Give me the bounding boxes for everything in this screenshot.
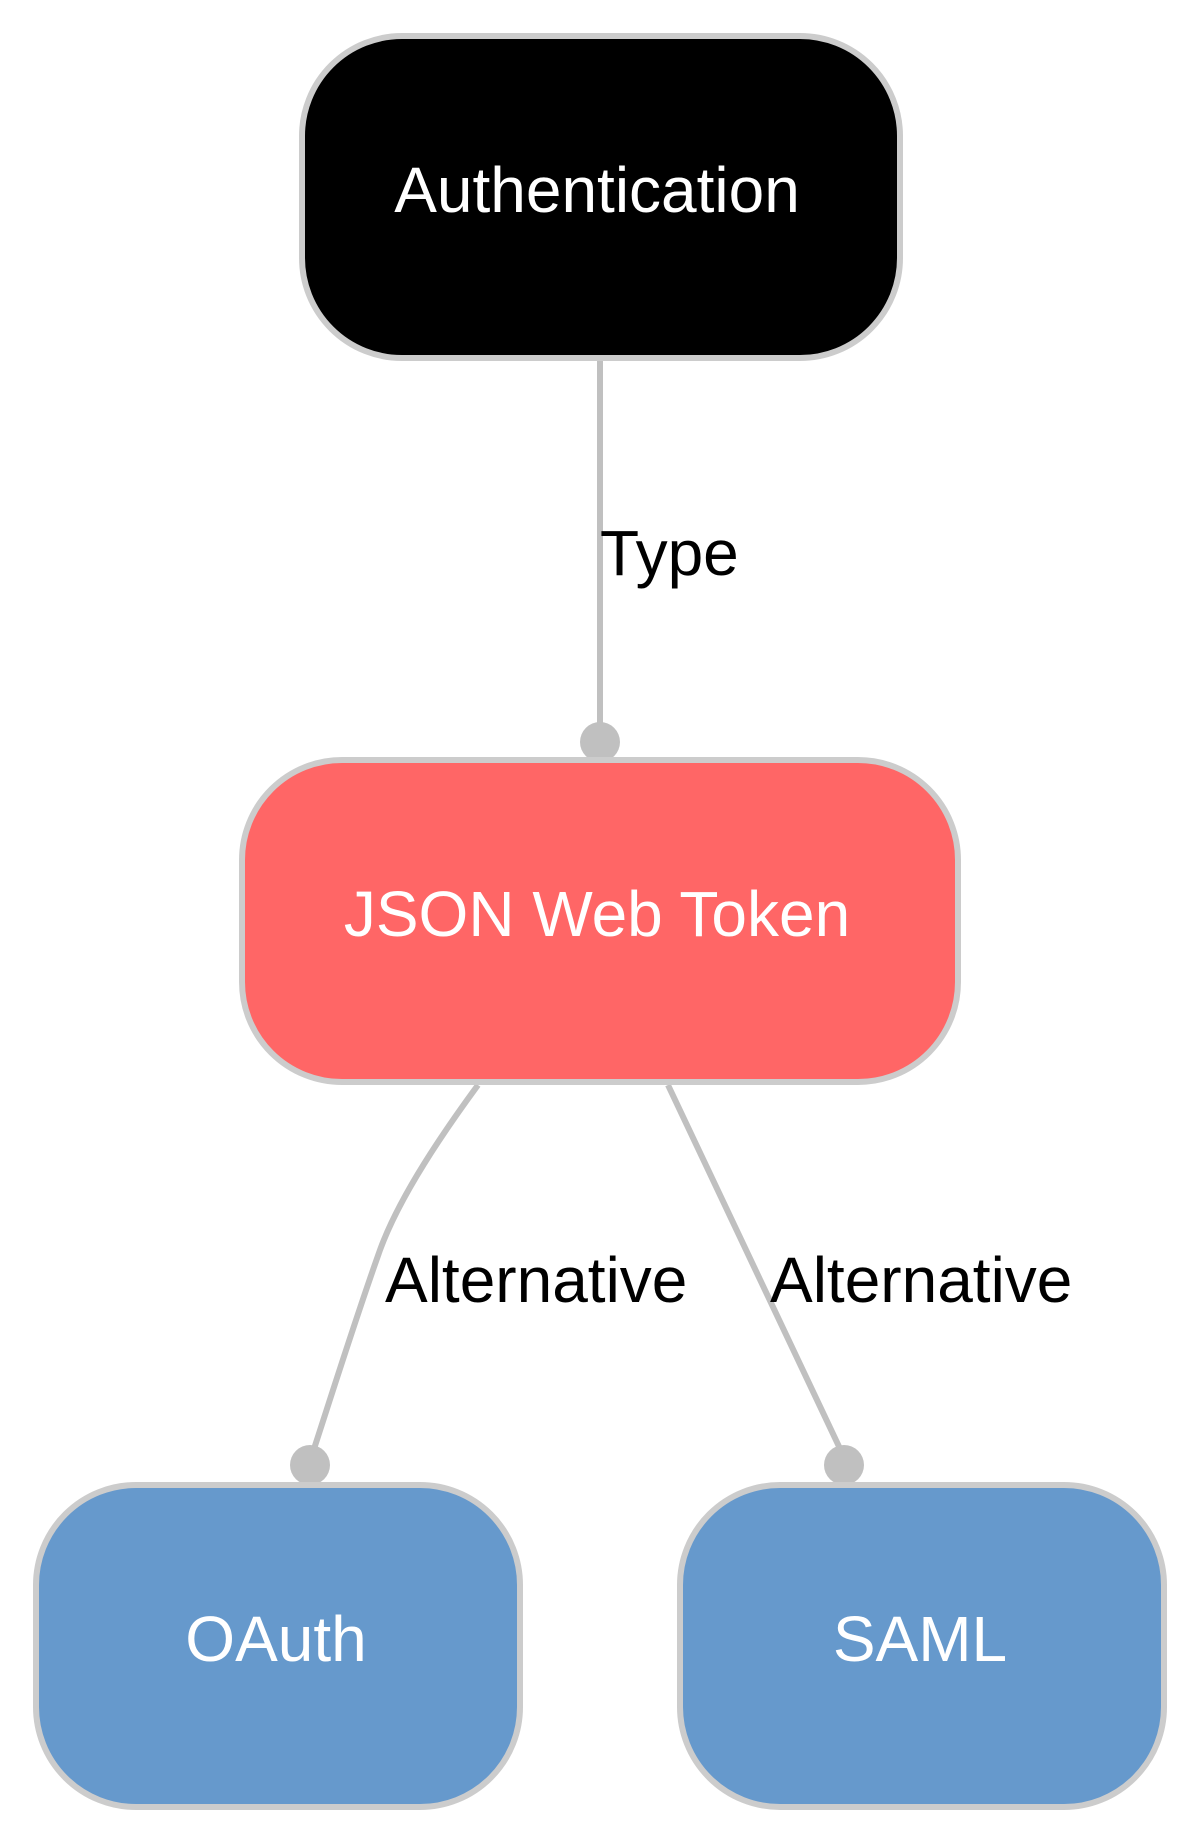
node-saml-box <box>677 1482 1167 1810</box>
node-authentication-label: Authentication <box>394 154 800 226</box>
edge-jwt-to-oauth <box>309 1083 481 1456</box>
edge-label-alternative-right: Alternative <box>770 1244 1072 1316</box>
edge-endpoint-dot <box>290 1445 330 1485</box>
edge-endpoint-dot <box>580 722 620 762</box>
edge-jwt-to-saml <box>665 1083 846 1457</box>
node-oauth-label: OAuth <box>185 1603 366 1675</box>
node-json-web-token-label: JSON Web Token <box>344 878 850 950</box>
node-saml[interactable]: SAML <box>677 1482 1167 1810</box>
edge-label-type: Type <box>600 517 739 589</box>
node-json-web-token[interactable]: JSON Web Token <box>239 757 961 1085</box>
node-oauth-box <box>33 1482 523 1810</box>
edge-endpoints <box>290 722 864 1485</box>
edge-endpoint-dot <box>824 1445 864 1485</box>
edge-label-alternative-left: Alternative <box>385 1244 687 1316</box>
node-oauth[interactable]: OAuth <box>33 1482 523 1810</box>
node-json-web-token-box <box>239 757 961 1085</box>
node-authentication-box <box>299 33 903 361</box>
edges <box>309 360 846 1457</box>
node-authentication[interactable]: Authentication <box>299 33 903 361</box>
node-saml-label: SAML <box>833 1603 1007 1675</box>
